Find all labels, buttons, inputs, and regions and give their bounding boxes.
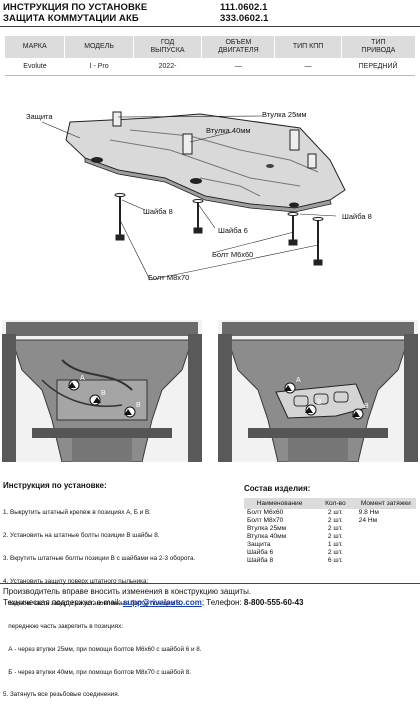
photo-after-installation: A B В — [218, 320, 418, 462]
photo-before-installation: A B В — [2, 320, 202, 462]
instruction-line: 2. Установить на штатные болты позиции В… — [3, 531, 160, 539]
header-code2: 333.0602.1 — [220, 13, 269, 24]
header-code1: 111.0602.1 — [220, 2, 268, 13]
instructions-title: Инструкция по установке: — [3, 481, 107, 490]
support-prefix: Техническая поддержка: e-mail: — [3, 598, 123, 607]
photo2-label-v: В — [364, 403, 369, 410]
spec-cell-engine: — — [201, 58, 275, 76]
instruction-line: 5. Затянуть все резьбовые соединения. — [3, 691, 120, 699]
mount-hole-v1 — [289, 202, 299, 208]
header-title-line2: ЗАЩИТА КОММУТАЦИИ АКБ — [3, 13, 139, 24]
support-phone: 8-800-555-60-43 — [243, 598, 304, 607]
callout-shaiba8-right: Шайба 8 — [342, 212, 372, 221]
photo1-label-b: B — [101, 390, 106, 397]
bolt-m8-left — [114, 193, 126, 241]
footer-support: Техническая поддержка: e-mail: supp@riva… — [3, 598, 304, 607]
instruction-line: переднюю часть закрепить в позициях: — [3, 623, 123, 631]
photo1-label-v: В — [136, 402, 141, 409]
instruction-line: 3. Вкрутить штатные болты позиции В с ша… — [3, 554, 196, 562]
photo2-label-a: A — [296, 377, 301, 384]
spec-header-drive: ТИП ПРИВОДА — [341, 36, 415, 58]
header-divider — [0, 26, 420, 27]
photo2-label-b: B — [317, 399, 322, 406]
mount-hole-b1 — [190, 178, 202, 184]
instruction-line: 1. Выкрутить штатный крепеж в позициях А… — [3, 509, 151, 517]
phone-prefix: ; Телефон: — [201, 598, 244, 607]
parts-header-qty: Кол-во — [315, 498, 356, 509]
bushing-25-1 — [112, 111, 122, 127]
footer-divider — [0, 583, 420, 584]
spec-header-engine: ОБЪЕМ ДВИГАТЕЛЯ — [201, 36, 276, 58]
spec-cell-gearbox: — — [274, 58, 342, 76]
spec-cell-model: I - Pro — [64, 58, 134, 76]
callout-zashita: Защита — [26, 112, 53, 121]
spec-header-model: МОДЕЛЬ — [64, 36, 134, 58]
parts-block: Состав изделия: Наименование Кол-во Моме… — [244, 484, 416, 565]
bolt-m8-right — [312, 217, 324, 266]
parts-title: Состав изделия: — [244, 484, 311, 493]
bushing-25-2 — [307, 153, 317, 169]
callout-vtulka40: Втулка 40мм — [206, 126, 251, 135]
spec-row: Evolute I - Pro 2022- — — ПЕРЕДНИЙ — [5, 58, 415, 76]
callout-shaiba6: Шайба 6 — [218, 226, 248, 235]
instruction-line: 4. Установить защиту поверх штатного пыл… — [3, 577, 149, 585]
photo1-label-a: A — [80, 375, 85, 382]
spec-header-make: МАРКА — [5, 36, 66, 58]
callout-shaiba8-left: Шайба 8 — [143, 207, 173, 216]
spec-header-gearbox: ТИП КПП — [274, 36, 342, 58]
spec-header-year: ГОД ВЫПУСКА — [133, 36, 203, 58]
guard-plate-edge — [84, 157, 332, 213]
mount-hole-a1 — [91, 157, 103, 163]
spec-cell-drive: ПЕРЕДНИЙ — [341, 58, 415, 76]
parts-table: Наименование Кол-во Момент затяжки Болт … — [244, 498, 416, 565]
bolt-m6-center — [192, 199, 204, 234]
instruction-line: А - через втулки 25мм, при помощи болтов… — [3, 645, 202, 653]
header-title-line1: ИНСТРУКЦИЯ ПО УСТАНОВКЕ — [3, 2, 148, 13]
bushing-40-2 — [289, 129, 300, 151]
support-email-link[interactable]: supp@rivalauto.com — [122, 598, 202, 607]
callout-bolt-m8: Болт М8х70 — [148, 273, 190, 282]
footer-notice: Производитель вправе вносить изменения в… — [3, 587, 252, 596]
spec-cell-year: 2022- — [133, 58, 202, 76]
exploded-assembly-diagram — [41, 111, 346, 281]
bolt-m6-right — [287, 212, 299, 246]
spec-cell-make: Evolute — [5, 58, 65, 76]
parts-header-torque: Момент затяжки — [355, 498, 416, 509]
callout-vtulka25: Втулка 25мм — [262, 110, 307, 119]
bushing-40-1 — [182, 133, 193, 155]
instruction-line: заднюю часть завести на установленные бо… — [3, 600, 183, 608]
parts-header-name: Наименование — [244, 498, 316, 509]
mount-hole-v2 — [266, 164, 274, 168]
vehicle-spec-table: МАРКА МОДЕЛЬ ГОД ВЫПУСКА ОБЪЕМ ДВИГАТЕЛЯ… — [5, 36, 415, 76]
instruction-line: Б - через втулки 40мм, при помощи болтов… — [3, 668, 191, 676]
callout-bolt-m6: Болт М6х60 — [212, 250, 254, 259]
